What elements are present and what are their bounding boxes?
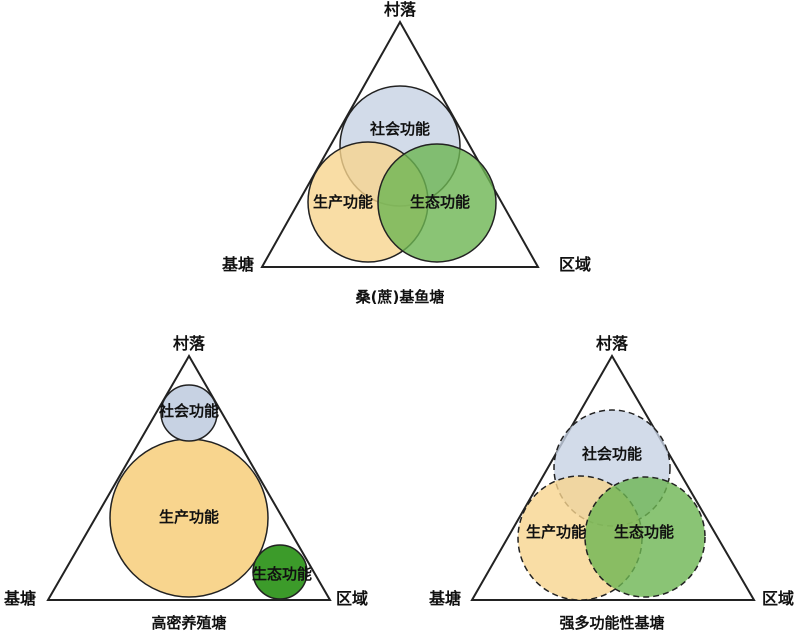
vertex-left-label: 基塘 [428,589,461,608]
social-function-circle [160,384,218,442]
vertex-right-label: 区域 [762,589,794,608]
vertex-top-label: 村落 [596,334,629,353]
triangle-frame [260,19,540,268]
diagram-strong-multifunctional-pond: 村落 基塘 区域 社会功能 生产功能 生态功能 强多功能性基塘 [428,334,794,632]
production-function-label: 生产功能 [159,508,219,526]
diagram-high-density-pond: 村落 基塘 区域 社会功能 生产功能 生态功能 高密养殖塘 [3,334,368,632]
vertex-top-label: 村落 [384,0,417,19]
ecological-function-circle [252,544,308,600]
social-function-label: 社会功能 [158,402,219,420]
vertex-right-label: 区域 [336,589,368,608]
diagram-mulberry-dyke-pond: 村落 基塘 区域 社会功能 生产功能 生态功能 桑(蔗)基鱼塘 [221,0,591,306]
social-function-label: 社会功能 [369,120,430,138]
vertex-top-label: 村落 [173,334,206,353]
ecological-function-label: 生态功能 [252,565,312,583]
production-function-label: 生产功能 [526,523,586,541]
triangle-frame [46,354,332,601]
vertex-left-label: 基塘 [221,255,254,274]
ecological-function-label: 生态功能 [410,193,470,211]
diagram-caption: 强多功能性基塘 [559,614,664,632]
vertex-left-label: 基塘 [3,589,36,608]
ecological-function-circle [377,143,497,263]
diagram-caption: 桑(蔗)基鱼塘 [356,288,445,306]
ecological-function-circle [584,476,706,598]
social-function-label: 社会功能 [581,445,642,463]
triangle-frame [470,354,756,601]
diagram-caption: 高密养殖塘 [151,614,226,632]
production-function-label: 生产功能 [313,193,373,211]
vertex-right-label: 区域 [559,255,591,274]
ecological-function-label: 生态功能 [614,523,674,541]
